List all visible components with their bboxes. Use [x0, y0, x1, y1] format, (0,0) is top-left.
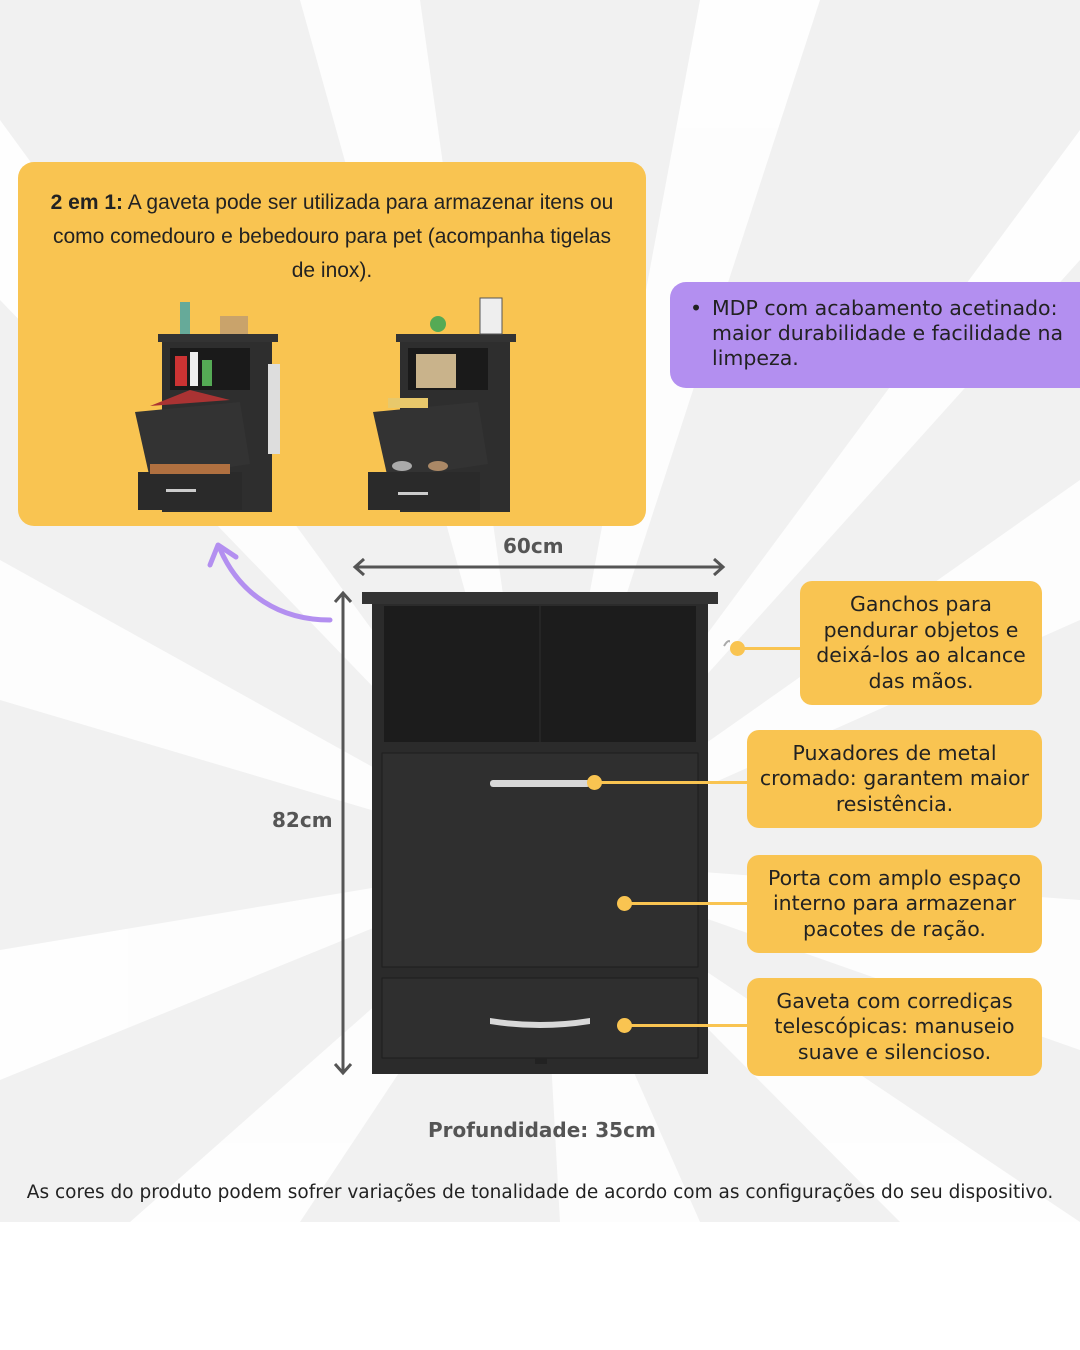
callout-drawer: Gaveta com corrediças telescópicas: manu… — [747, 978, 1042, 1076]
bullet-icon: • — [690, 296, 703, 320]
two-in-one-text: A gaveta pode ser utilizada para armazen… — [52, 191, 614, 282]
callout-door: Porta com amplo espaço interno para arma… — [747, 855, 1042, 953]
color-disclaimer: As cores do produto podem sofrer variaçõ… — [26, 1182, 1054, 1203]
mdp-feature-panel: • MDP com acabamento acetinado: maior du… — [670, 282, 1080, 388]
mdp-feature-text: MDP com acabamento acetinado: maior dura… — [712, 296, 1064, 370]
cabinet-image — [362, 592, 730, 1074]
cabinet-pet-feeder-use-image — [368, 297, 516, 512]
hook-marker — [730, 641, 745, 656]
width-dimension-label: 60cm — [503, 534, 564, 558]
curved-arrow-icon — [207, 542, 333, 623]
height-arrow-icon — [333, 590, 353, 1076]
cabinet-storage-use-image — [135, 302, 280, 512]
depth-dimension-label: Profundidade: 35cm — [428, 1118, 656, 1142]
handle-leader-line — [597, 781, 747, 784]
drawer-marker — [617, 1018, 632, 1033]
two-in-one-panel: 2 em 1: A gaveta pode ser utilizada para… — [18, 162, 646, 526]
callout-handles: Puxadores de metal cromado: garantem mai… — [747, 730, 1042, 828]
handle-marker — [587, 775, 602, 790]
callout-hooks: Ganchos para pendurar objetos e deixá-lo… — [800, 581, 1042, 705]
drawer-leader-line — [627, 1024, 747, 1027]
width-arrow-icon — [352, 557, 726, 577]
two-in-one-lead: 2 em 1: — [50, 191, 124, 214]
door-marker — [617, 896, 632, 911]
hook-leader-line — [740, 647, 800, 650]
height-dimension-label: 82cm — [272, 808, 333, 832]
infographic-canvas: 2 em 1: A gaveta pode ser utilizada para… — [0, 0, 1080, 1222]
two-in-one-description: 2 em 1: A gaveta pode ser utilizada para… — [48, 186, 616, 288]
door-leader-line — [627, 902, 747, 905]
